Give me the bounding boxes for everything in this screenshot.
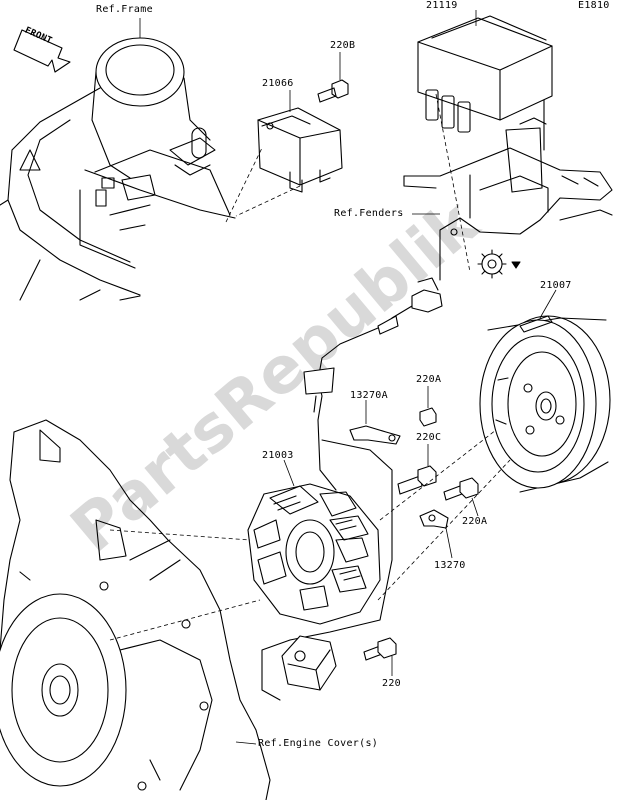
label-ref-fenders: Ref.Fenders [334, 208, 404, 219]
gear-icon [477, 249, 521, 279]
label-220a-top: 220A [416, 374, 442, 385]
label-21007: 21007 [540, 280, 572, 291]
leader-lines [109, 10, 557, 745]
bolt-220b [317, 79, 349, 103]
pickup-coil [281, 635, 337, 691]
bolt-220a-top [419, 407, 437, 427]
label-ref-frame: Ref.Frame [96, 4, 153, 15]
stator-wire-harness [261, 277, 443, 701]
bolt-220 [363, 637, 397, 661]
label-220b: 220B [330, 40, 356, 51]
label-220c: 220C [416, 432, 442, 443]
part-21003-stator [247, 483, 381, 625]
label-13270a: 13270A [350, 390, 388, 401]
engine-cover [0, 419, 271, 800]
fender-bracket [403, 117, 613, 281]
label-21003: 21003 [262, 450, 294, 461]
label-13270: 13270 [434, 560, 466, 571]
bolt-220c [397, 465, 437, 495]
front-arrow-icon [13, 29, 71, 73]
bolt-220a-bottom [443, 477, 479, 501]
clip-13270 [419, 509, 449, 529]
diagram-code: E1810 [578, 0, 610, 11]
label-220a-bottom: 220A [462, 516, 488, 527]
part-21119-regulator [417, 15, 553, 151]
frame-assembly [0, 37, 236, 301]
label-21119: 21119 [426, 0, 458, 11]
part-21066-relay [257, 107, 343, 193]
clip-13270a [349, 425, 401, 445]
part-21007-flywheel [479, 315, 611, 493]
label-220: 220 [382, 678, 401, 689]
label-21066: 21066 [262, 78, 294, 89]
label-ref-engine-cover: Ref.Engine Cover(s) [258, 738, 379, 749]
